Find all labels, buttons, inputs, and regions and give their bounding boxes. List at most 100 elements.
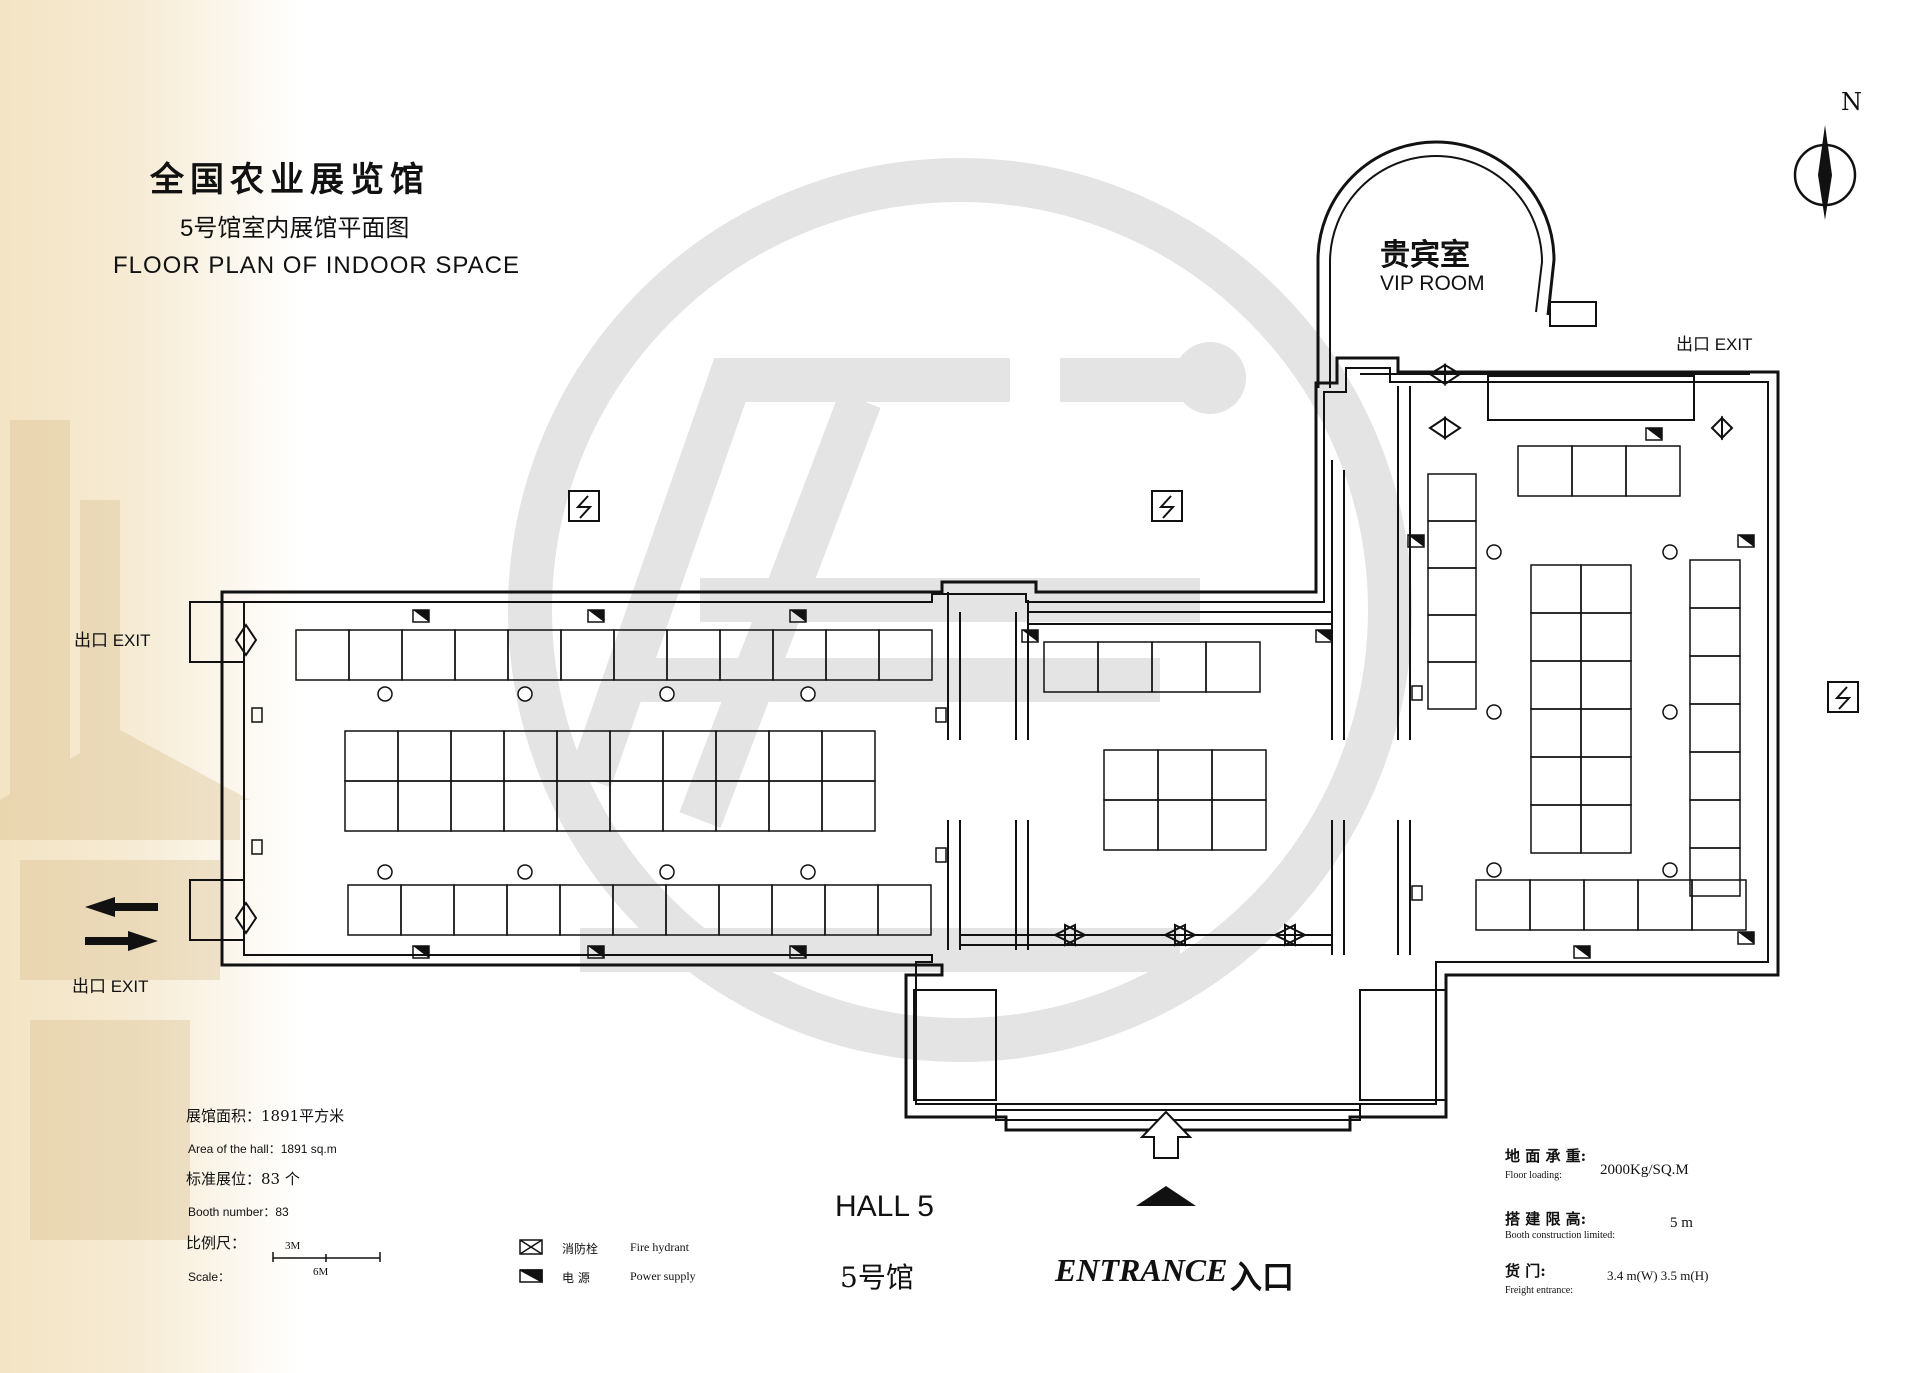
watermark-logo bbox=[508, 158, 1412, 1062]
booth bbox=[1530, 756, 1582, 806]
booth bbox=[1157, 799, 1213, 851]
booth bbox=[1530, 708, 1582, 758]
booth bbox=[1530, 660, 1582, 710]
booth bbox=[878, 629, 933, 681]
north-arrow-icon bbox=[1793, 125, 1857, 220]
booth bbox=[1103, 749, 1159, 801]
scale-large: 6M bbox=[313, 1266, 329, 1278]
entrance-label-cn: 入口 bbox=[1230, 1259, 1295, 1295]
vip-room-label-en: VIP ROOM bbox=[1380, 272, 1485, 295]
booth bbox=[1427, 567, 1477, 616]
booth bbox=[450, 730, 505, 782]
hall-name-cn: 5号馆 bbox=[840, 1261, 914, 1294]
power-supply-icon-fill bbox=[790, 946, 806, 958]
booth bbox=[768, 730, 823, 782]
booth bbox=[768, 780, 823, 832]
legend-hydrant-en: Fire hydrant bbox=[630, 1240, 689, 1254]
booth bbox=[1103, 799, 1159, 851]
power-supply-icon-fill bbox=[1738, 535, 1754, 547]
doors bbox=[234, 363, 1734, 947]
legend-power-en: Power supply bbox=[630, 1269, 696, 1283]
booth bbox=[397, 780, 452, 832]
booth-count-en: Booth number：83 bbox=[188, 1205, 289, 1219]
booth bbox=[1689, 655, 1741, 705]
booth bbox=[1580, 756, 1632, 806]
building-walls bbox=[189, 140, 1780, 1132]
booth bbox=[1211, 749, 1267, 801]
column bbox=[1662, 544, 1678, 560]
page-title-en: FLOOR PLAN OF INDOOR SPACE bbox=[113, 252, 520, 279]
power-supply-icon-fill bbox=[588, 946, 604, 958]
vip-room-label: 贵宾室 bbox=[1380, 238, 1470, 273]
booth bbox=[1691, 879, 1747, 931]
booth bbox=[1571, 445, 1627, 497]
power-supply-icon-fill bbox=[1022, 630, 1038, 642]
booth bbox=[1517, 445, 1573, 497]
height-limit-value: 5 m bbox=[1670, 1215, 1693, 1231]
booth bbox=[295, 629, 350, 681]
column bbox=[1486, 862, 1502, 878]
power-supply-icon-fill bbox=[1646, 428, 1662, 440]
height-limit-label: 搭 建 限 高: bbox=[1505, 1210, 1587, 1228]
fire-hydrant-icon bbox=[251, 707, 263, 723]
freight-door-label-en: Freight entrance: bbox=[1505, 1285, 1574, 1296]
column bbox=[800, 864, 816, 880]
freight-door-label: 货 门: bbox=[1505, 1262, 1546, 1280]
column bbox=[800, 686, 816, 702]
power-supply-markers bbox=[412, 427, 1755, 959]
entrance-label: ENTRANCE bbox=[1055, 1252, 1228, 1288]
legend-power: 电 源 bbox=[562, 1271, 590, 1285]
booth bbox=[454, 629, 509, 681]
booth bbox=[1580, 564, 1632, 614]
hall-area-en: Area of the hall：1891 sq.m bbox=[188, 1142, 337, 1156]
booth bbox=[1625, 445, 1681, 497]
booth bbox=[1151, 641, 1207, 693]
booth bbox=[506, 884, 561, 936]
page-title: 全国农业展览馆 bbox=[150, 160, 430, 200]
column bbox=[659, 864, 675, 880]
power-supply-icon-fill bbox=[1316, 630, 1332, 642]
power-supply-icon-fill bbox=[1574, 946, 1590, 958]
booth bbox=[1689, 751, 1741, 801]
booth bbox=[450, 780, 505, 832]
booth bbox=[1529, 879, 1585, 931]
power-supply-icon-fill bbox=[790, 610, 806, 622]
scale-bar bbox=[272, 1252, 381, 1262]
booth bbox=[1427, 473, 1477, 522]
booth bbox=[347, 884, 402, 936]
fire-hydrant-icon bbox=[1411, 685, 1423, 701]
column bbox=[1486, 544, 1502, 560]
background-strip bbox=[0, 0, 300, 1373]
columns bbox=[377, 544, 1678, 880]
legend-icons bbox=[519, 1239, 543, 1284]
booth bbox=[1530, 804, 1582, 854]
booth bbox=[821, 780, 876, 832]
column bbox=[377, 864, 393, 880]
booth bbox=[877, 884, 932, 936]
booth bbox=[1689, 847, 1741, 897]
exit-label-west-bottom: 出口 EXIT bbox=[72, 977, 149, 996]
fire-hydrant-markers bbox=[251, 685, 1423, 901]
page-subtitle: 5号馆室内展馆平面图 bbox=[180, 215, 410, 242]
booth bbox=[559, 884, 614, 936]
floor-loading-label: 地 面 承 重: bbox=[1505, 1147, 1587, 1165]
power-supply-icon-fill bbox=[413, 946, 429, 958]
booth bbox=[348, 629, 403, 681]
booth bbox=[1530, 612, 1582, 662]
booth bbox=[400, 884, 455, 936]
electric-panel-icons bbox=[568, 490, 1859, 713]
booth bbox=[1580, 660, 1632, 710]
power-supply-icon-fill bbox=[1408, 535, 1424, 547]
fire-hydrant-icon bbox=[251, 839, 263, 855]
north-label: N bbox=[1841, 88, 1862, 116]
booth bbox=[344, 730, 399, 782]
booth bbox=[1637, 879, 1693, 931]
booth bbox=[1157, 749, 1213, 801]
booth bbox=[1689, 799, 1741, 849]
booth bbox=[397, 730, 452, 782]
booth bbox=[1689, 607, 1741, 657]
exit-arrows bbox=[85, 897, 158, 951]
column bbox=[517, 864, 533, 880]
booth bbox=[453, 884, 508, 936]
